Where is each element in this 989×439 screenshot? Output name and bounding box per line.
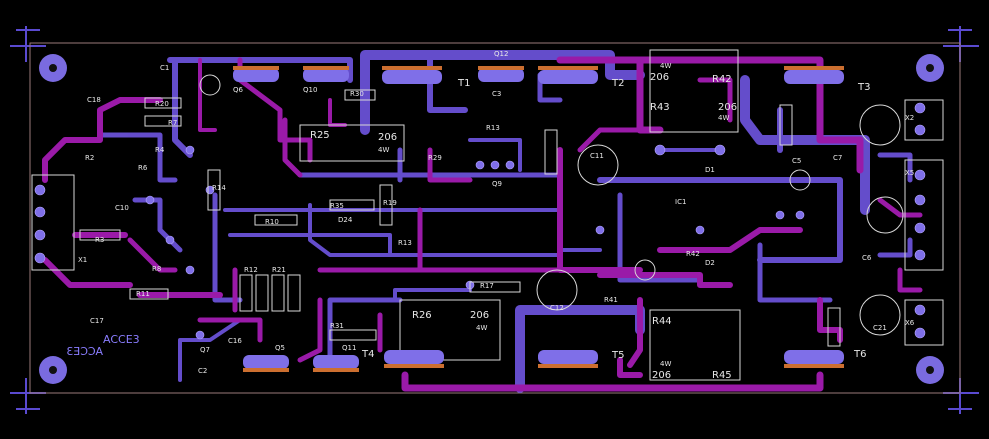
power-resistors bbox=[299, 49, 741, 381]
svg-text:R35: R35 bbox=[330, 202, 344, 210]
svg-text:C12: C12 bbox=[550, 304, 564, 312]
svg-text:ACCE3: ACCE3 bbox=[66, 345, 103, 358]
svg-text:C3: C3 bbox=[492, 90, 501, 98]
small-resistors bbox=[79, 89, 841, 347]
svg-text:C7: C7 bbox=[833, 154, 842, 162]
svg-text:R4: R4 bbox=[155, 146, 165, 154]
svg-text:D24: D24 bbox=[338, 216, 353, 224]
svg-text:R42: R42 bbox=[712, 74, 732, 85]
transistor-footprints bbox=[233, 66, 844, 372]
svg-text:R14: R14 bbox=[212, 184, 226, 192]
svg-text:206: 206 bbox=[652, 370, 671, 381]
svg-text:R12: R12 bbox=[244, 266, 258, 274]
svg-text:R6: R6 bbox=[138, 164, 148, 172]
svg-text:Q10: Q10 bbox=[303, 86, 317, 94]
component-pads bbox=[34, 102, 926, 340]
svg-text:T6: T6 bbox=[853, 349, 866, 360]
svg-text:D2: D2 bbox=[705, 259, 715, 267]
svg-text:Q9: Q9 bbox=[492, 180, 502, 188]
svg-text:R25: R25 bbox=[310, 130, 330, 141]
bottom-layer-traces bbox=[97, 50, 913, 393]
svg-text:R17: R17 bbox=[480, 282, 494, 290]
svg-text:R44: R44 bbox=[652, 316, 672, 327]
svg-text:R43: R43 bbox=[650, 102, 670, 113]
svg-text:X6: X6 bbox=[905, 319, 915, 327]
svg-text:X2: X2 bbox=[905, 114, 914, 122]
svg-text:R45: R45 bbox=[712, 370, 732, 381]
svg-text:R21: R21 bbox=[272, 266, 286, 274]
svg-text:4W: 4W bbox=[476, 324, 487, 332]
svg-text:C17: C17 bbox=[90, 317, 104, 325]
svg-text:T2: T2 bbox=[611, 78, 624, 89]
svg-text:206: 206 bbox=[470, 310, 489, 321]
svg-text:C1: C1 bbox=[160, 64, 169, 72]
board-outline bbox=[29, 42, 961, 394]
silkscreen-labels: C18 R20 R7 C1 Q6 Q10 R30 T1 Q12 C3 R13 Q… bbox=[78, 50, 915, 381]
electrolytic-capacitors bbox=[199, 74, 904, 336]
mounting-holes bbox=[39, 54, 944, 384]
svg-text:R11: R11 bbox=[136, 290, 150, 298]
svg-text:D1: D1 bbox=[705, 166, 715, 174]
svg-text:C5: C5 bbox=[792, 157, 801, 165]
svg-text:206: 206 bbox=[718, 102, 737, 113]
svg-text:R31: R31 bbox=[330, 322, 344, 330]
connector-blocks bbox=[31, 99, 944, 346]
svg-text:X5: X5 bbox=[905, 169, 914, 177]
svg-text:R42: R42 bbox=[686, 250, 700, 258]
svg-text:Q5: Q5 bbox=[275, 344, 285, 352]
svg-text:C16: C16 bbox=[228, 337, 242, 345]
svg-text:Q7: Q7 bbox=[200, 346, 210, 354]
svg-text:C21: C21 bbox=[873, 324, 887, 332]
svg-text:T3: T3 bbox=[857, 82, 870, 93]
svg-text:T4: T4 bbox=[361, 349, 374, 360]
svg-text:R20: R20 bbox=[155, 100, 169, 108]
svg-text:4W: 4W bbox=[660, 360, 671, 368]
svg-text:X1: X1 bbox=[78, 256, 87, 264]
svg-text:R19: R19 bbox=[383, 199, 397, 207]
svg-text:R13: R13 bbox=[486, 124, 500, 132]
top-layer-traces bbox=[42, 56, 923, 392]
svg-text:Q12: Q12 bbox=[494, 50, 508, 58]
svg-text:R7: R7 bbox=[168, 119, 177, 127]
svg-text:C2: C2 bbox=[198, 367, 207, 375]
svg-text:R26: R26 bbox=[412, 310, 432, 321]
svg-text:206: 206 bbox=[650, 72, 669, 83]
svg-text:R13: R13 bbox=[398, 239, 412, 247]
svg-text:R8: R8 bbox=[152, 265, 161, 273]
svg-text:4W: 4W bbox=[660, 62, 671, 70]
svg-text:4W: 4W bbox=[378, 146, 389, 154]
svg-text:Q6: Q6 bbox=[233, 86, 244, 94]
svg-text:IC1: IC1 bbox=[675, 198, 686, 206]
svg-text:R30: R30 bbox=[350, 90, 364, 98]
svg-text:206: 206 bbox=[378, 132, 397, 143]
svg-text:T5: T5 bbox=[611, 350, 624, 361]
svg-text:C11: C11 bbox=[590, 152, 604, 160]
board-logo: ACCE3 ACCE3 bbox=[66, 333, 139, 358]
svg-text:C10: C10 bbox=[115, 204, 129, 212]
svg-text:R10: R10 bbox=[265, 218, 279, 226]
svg-text:4W: 4W bbox=[718, 114, 729, 122]
svg-text:C18: C18 bbox=[87, 96, 101, 104]
svg-text:R41: R41 bbox=[604, 296, 618, 304]
svg-text:Q11: Q11 bbox=[342, 344, 356, 352]
svg-text:R2: R2 bbox=[85, 154, 94, 162]
svg-text:ACCE3: ACCE3 bbox=[103, 333, 140, 346]
svg-text:T1: T1 bbox=[457, 78, 470, 89]
svg-text:R29: R29 bbox=[428, 154, 442, 162]
svg-text:R3: R3 bbox=[95, 236, 104, 244]
svg-text:C6: C6 bbox=[862, 254, 872, 262]
